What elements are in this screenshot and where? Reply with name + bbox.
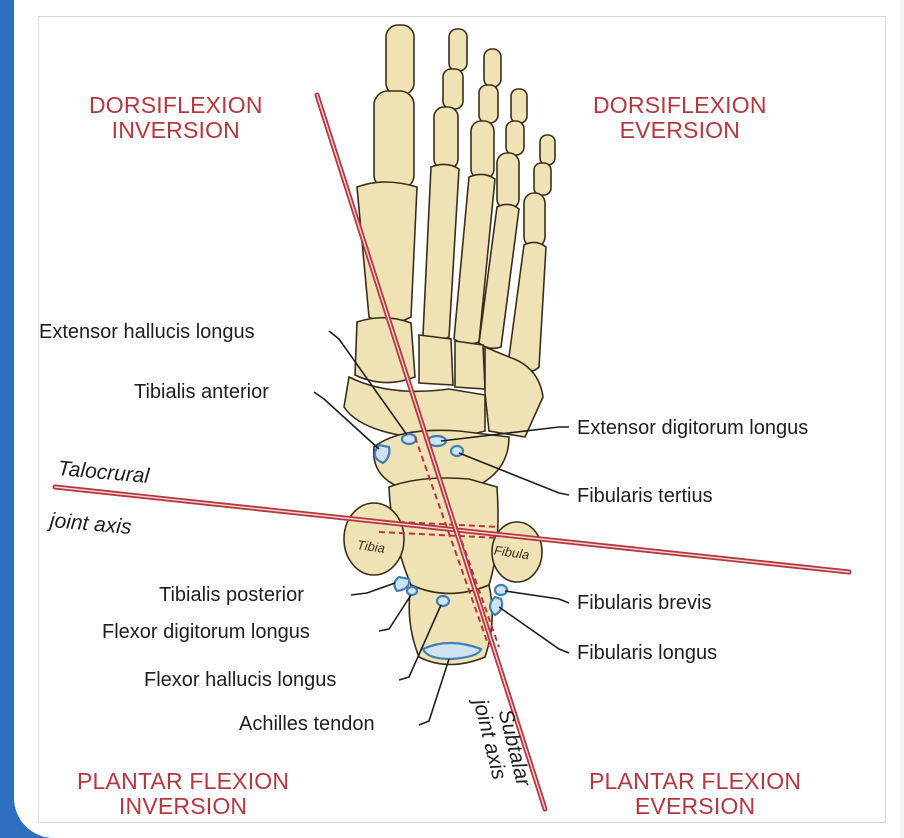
subtalar-axis-highlight bbox=[316, 94, 546, 810]
label-fibularis-longus: Fibularis longus bbox=[577, 642, 718, 664]
quadrant-line: INVERSION bbox=[118, 793, 248, 819]
label-extensor-hallucis-longus: Extensor hallucis longus bbox=[39, 321, 255, 343]
leader-extensor-digitorum-longus bbox=[440, 426, 569, 442]
joint-axes bbox=[52, 92, 852, 812]
toe3-proximal-phalanx bbox=[470, 120, 495, 180]
tibialis-posterior-tendon bbox=[393, 575, 411, 593]
leader-flexor-digitorum-longus bbox=[378, 594, 412, 632]
quadrant-dorsiflexion-inversion: DORSIFLEXION INVERSION bbox=[89, 93, 263, 143]
toe4-middle-phalanx bbox=[505, 120, 525, 156]
leader-achilles-tendon bbox=[418, 658, 450, 726]
hallux-proximal-phalanx bbox=[373, 90, 415, 190]
leader-extensor-hallucis-longus bbox=[328, 330, 408, 436]
toe3-distal-phalanx bbox=[483, 48, 502, 88]
label-flexor-digitorum-longus: Flexor digitorum longus bbox=[102, 621, 310, 643]
metatarsal-5 bbox=[508, 241, 547, 373]
leader-lines bbox=[313, 330, 570, 726]
calcaneus bbox=[408, 583, 493, 666]
label-tibialis-anterior: Tibialis anterior bbox=[134, 381, 269, 403]
leader-flexor-hallucis-longus bbox=[398, 604, 442, 681]
quadrant-line: EVERSION bbox=[619, 117, 741, 143]
label-flexor-hallucis-longus: Flexor hallucis longus bbox=[144, 669, 337, 691]
quadrant-line: DORSIFLEXION bbox=[89, 92, 263, 118]
leader-fibularis-longus bbox=[498, 606, 570, 654]
quadrant-line: PLANTAR FLEXION bbox=[589, 768, 802, 794]
talocrural-projection-lower bbox=[378, 531, 500, 539]
toe2-middle-phalanx bbox=[442, 68, 464, 110]
cuboid bbox=[484, 345, 544, 438]
quadrant-line: INVERSION bbox=[111, 117, 240, 143]
subtalar-projection-left bbox=[414, 436, 490, 648]
label-achilles-tendon: Achilles tendon bbox=[239, 713, 375, 735]
leader-fibularis-tertius bbox=[458, 452, 570, 496]
hallux-distal-phalanx bbox=[385, 24, 415, 96]
leader-tibialis-posterior bbox=[350, 582, 396, 596]
flexor-digitorum-longus-tendon bbox=[405, 585, 419, 597]
label-extensor-digitorum-longus: Extensor digitorum longus bbox=[577, 417, 809, 439]
quadrant-plantar-flexion-eversion: PLANTAR FLEXION EVERSION bbox=[589, 769, 801, 819]
right-panel-edge bbox=[900, 0, 904, 838]
fibularis-longus-tendon bbox=[488, 595, 504, 617]
lateral-cuneiform bbox=[454, 340, 486, 390]
achilles-tendon-section bbox=[421, 641, 483, 661]
toe2-distal-phalanx bbox=[448, 28, 468, 72]
intermediate-cuneiform bbox=[418, 334, 454, 386]
quadrant-dorsiflexion-eversion: DORSIFLEXION EVERSION bbox=[593, 93, 767, 143]
talocrural-axis-highlight bbox=[54, 486, 850, 573]
toe5-middle-phalanx bbox=[533, 162, 552, 196]
toe-bones bbox=[373, 24, 556, 248]
foot-axis-figure: .bone { fill:#efe3b6; stroke:#3a2e1a; st… bbox=[38, 16, 886, 823]
tendon-sections bbox=[373, 432, 509, 661]
quadrant-line: EVERSION bbox=[634, 793, 756, 819]
foot-diagram-svg: .bone { fill:#efe3b6; stroke:#3a2e1a; st… bbox=[52, 24, 852, 812]
toe2-proximal-phalanx bbox=[433, 106, 459, 170]
label-tibialis-posterior: Tibialis posterior bbox=[159, 584, 304, 606]
extensor-hallucis-longus-tendon bbox=[400, 432, 418, 446]
quadrant-plantar-flexion-inversion: PLANTAR FLEXION INVERSION bbox=[77, 769, 289, 819]
toe4-proximal-phalanx bbox=[496, 152, 520, 210]
fibularis-brevis-tendon bbox=[493, 583, 509, 597]
toe5-distal-phalanx bbox=[539, 134, 556, 166]
toe3-middle-phalanx bbox=[478, 84, 499, 124]
label-fibularis-tertius: Fibularis tertius bbox=[577, 485, 713, 507]
flexor-hallucis-longus-tendon bbox=[435, 594, 451, 608]
quadrant-line: PLANTAR FLEXION bbox=[77, 768, 290, 794]
metatarsal-2 bbox=[422, 163, 460, 341]
leader-fibularis-brevis bbox=[504, 590, 570, 604]
toe5-proximal-phalanx bbox=[523, 192, 546, 248]
quadrant-line: DORSIFLEXION bbox=[593, 92, 767, 118]
leader-tibialis-anterior bbox=[313, 391, 380, 450]
toe4-distal-phalanx bbox=[510, 88, 528, 124]
label-fibularis-brevis: Fibularis brevis bbox=[577, 592, 712, 614]
